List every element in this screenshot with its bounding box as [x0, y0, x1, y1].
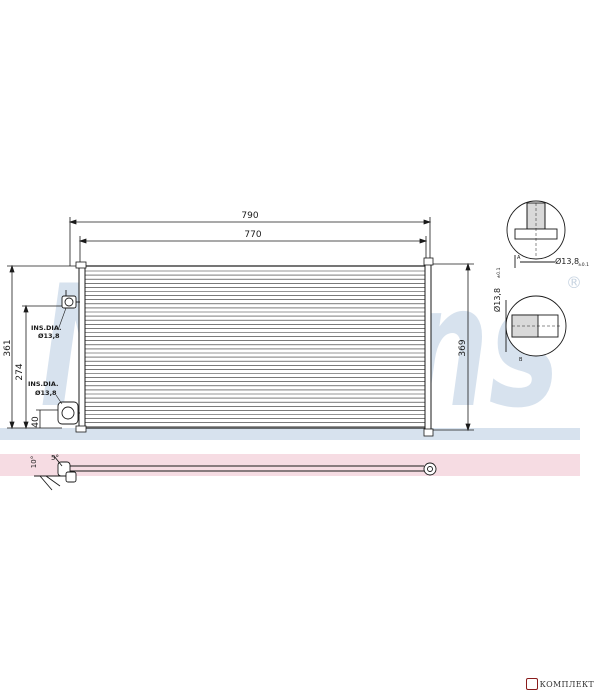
outlet-leader: [55, 394, 63, 405]
dim-369-label: 369: [458, 339, 468, 356]
inlet-dia-value: Ø13,8: [38, 332, 60, 340]
detail-a-tol: ±0.1: [578, 262, 589, 268]
detail-a-dia: Ø13,8: [555, 256, 579, 266]
outlet-dia-label: INS.DIA.: [28, 380, 58, 388]
watermark-band-blue: [0, 428, 580, 440]
dim-274-label: 274: [15, 363, 25, 380]
condenser-fins: [85, 270, 425, 428]
detail-a-marker: A: [517, 255, 521, 261]
dim-core-width: [78, 236, 428, 266]
detail-a: [506, 200, 566, 268]
inlet-dia-label: INS.DIA.: [31, 324, 61, 332]
dim-left-height: [7, 264, 84, 430]
angle-10-label: 10°: [30, 456, 38, 468]
detail-b-marker: B: [519, 357, 523, 363]
right-header-tank: [424, 261, 432, 433]
left-top-bracket: [75, 261, 87, 269]
watermark-band-pink: [0, 454, 580, 476]
footer-logo: КОМПЛЕКТ: [525, 678, 594, 691]
outlet-connector: [57, 401, 80, 425]
outlet-dia-value: Ø13,8: [35, 389, 57, 397]
condenser-core: [83, 265, 427, 429]
right-bottom-bracket: [423, 428, 434, 437]
dim-overall-width: [68, 217, 432, 266]
right-top-bracket: [423, 257, 434, 266]
detail-b-tol: ±0.1: [496, 267, 502, 278]
registered-mark: ®: [566, 273, 582, 292]
dim-361-label: 361: [3, 339, 13, 356]
dim-40-label: 40: [31, 416, 41, 428]
inlet-leader: [57, 307, 67, 331]
angle-5-label: 5°: [51, 454, 59, 462]
side-view: [34, 455, 437, 491]
detail-b-dia: Ø13,8: [492, 288, 502, 312]
dim-770-label: 770: [244, 230, 261, 240]
left-header-tank: [78, 263, 86, 431]
dim-right-height: [432, 262, 474, 432]
dim-inlet-height: [22, 304, 62, 430]
left-bottom-bracket: [75, 425, 87, 433]
footer-logo-text: КОМПЛЕКТ: [539, 680, 594, 689]
detail-b: [505, 295, 567, 357]
logo-mark-icon: [525, 678, 538, 690]
dim-790-label: 790: [241, 211, 258, 221]
inlet-connector: [61, 290, 80, 309]
